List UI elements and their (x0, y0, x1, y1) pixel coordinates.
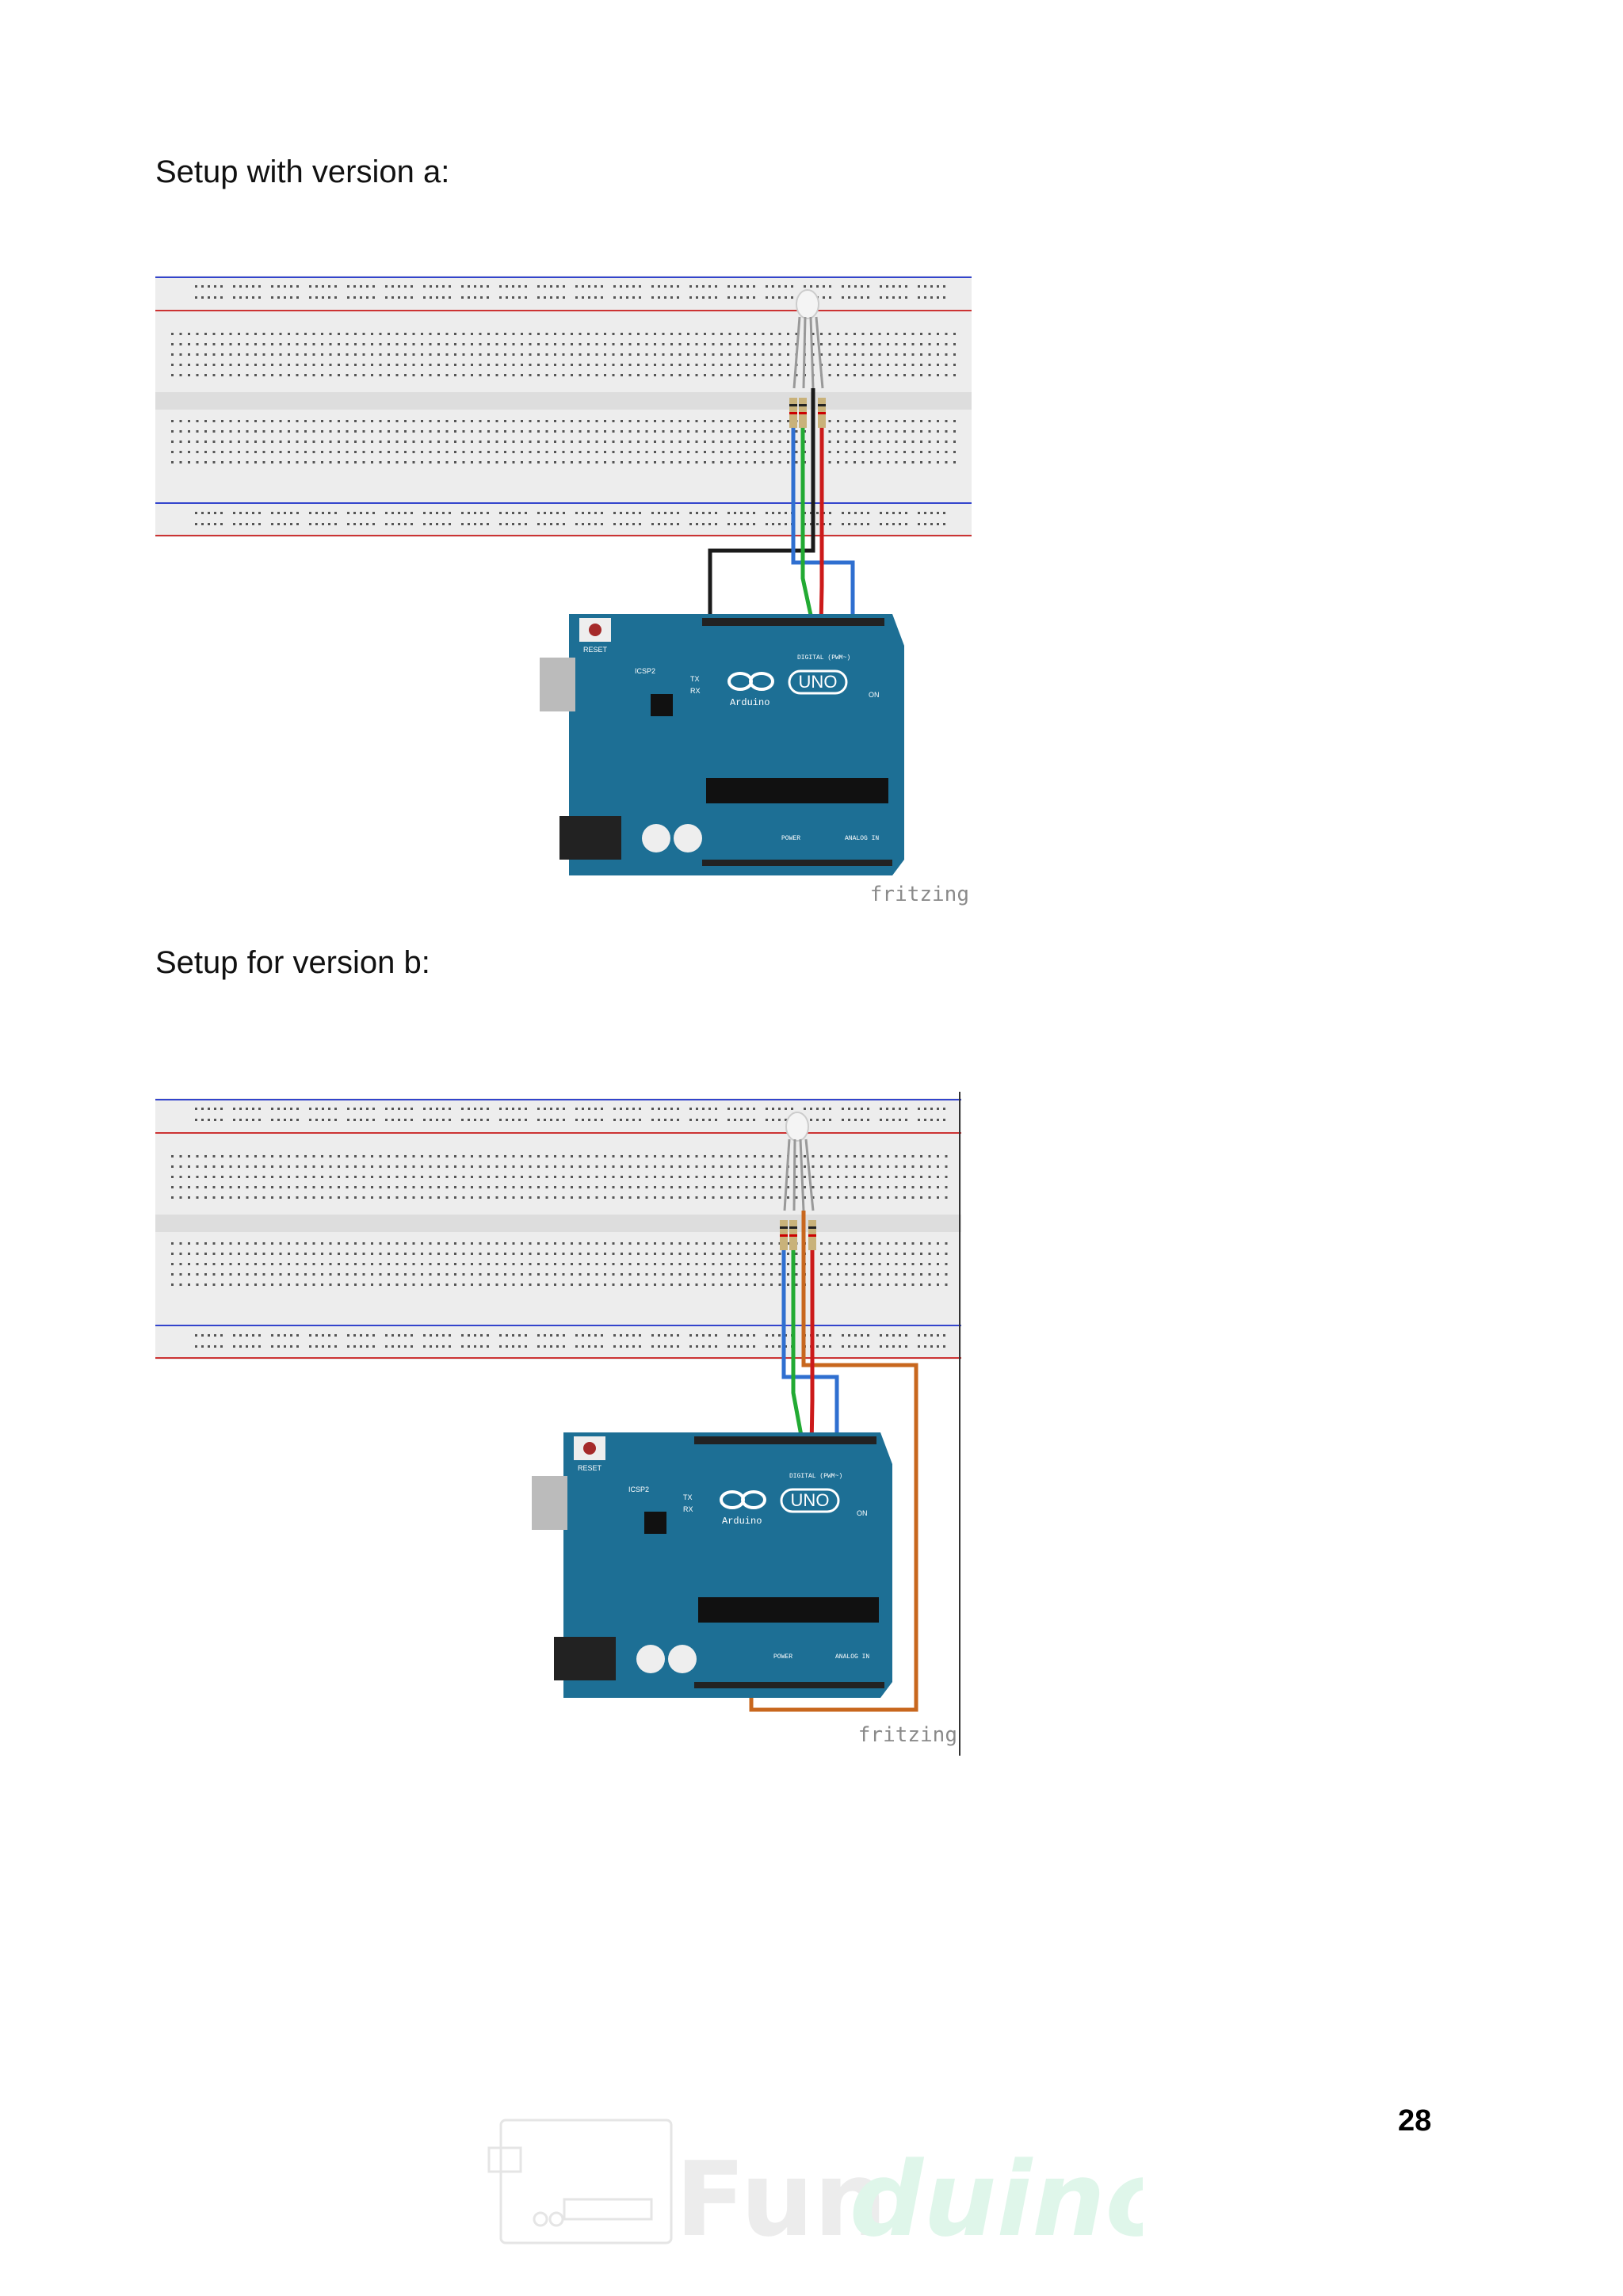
fritzing-diagram-version-b: RESET ICSP2 TX RX ON UNO Arduino DIGITAL… (155, 1092, 961, 1756)
arduino-uno-board: RESET ICSP2 TX RX ON UNO Arduino DIGITAL… (532, 1432, 892, 1698)
power-rail-bottom-holes (195, 512, 945, 525)
power-rail-top-holes (195, 285, 945, 299)
terminal-strip-holes (171, 333, 956, 463)
tx-label: TX (683, 1493, 693, 1501)
uno-label: UNO (791, 1490, 830, 1510)
reset-label: RESET (578, 1464, 602, 1472)
arduino-brand-label: Arduino (722, 1516, 762, 1527)
breadboard (155, 276, 972, 537)
on-label: ON (869, 691, 880, 699)
page-number: 28 (1398, 2104, 1432, 2138)
rgb-led (792, 289, 824, 389)
terminal-strip-holes (171, 1155, 948, 1286)
digital-label: DIGITAL (PWM~) (789, 1473, 842, 1480)
icsp2-label: ICSP2 (628, 1486, 649, 1493)
rgb-led (783, 1112, 815, 1211)
breadboard (155, 1098, 961, 1360)
wires (708, 388, 855, 627)
power-rail-top-holes (195, 1108, 945, 1121)
heading-version-b: Setup for version b: (155, 945, 430, 980)
power-label: POWER (781, 835, 800, 842)
analog-label: ANALOG IN (845, 835, 879, 842)
board-outline-icon (487, 2119, 673, 2245)
resistors (789, 398, 826, 428)
resistors (780, 1220, 816, 1250)
icsp2-label: ICSP2 (635, 667, 655, 675)
uno-label: UNO (799, 672, 838, 692)
heading-version-a: Setup with version a: (155, 154, 450, 189)
arduino-brand-label: Arduino (730, 697, 769, 708)
arduino-uno-board: RESET ICSP2 TX RX ON UNO Arduino DIGITAL… (540, 614, 904, 875)
power-label: POWER (773, 1653, 792, 1661)
logo-text-duino: duino (850, 2139, 1143, 2255)
fritzing-watermark: fritzing (858, 1723, 957, 1747)
wires (749, 1211, 918, 1712)
on-label: ON (857, 1509, 868, 1517)
rx-label: RX (690, 687, 701, 695)
fritzing-diagram-version-a: RESET ICSP2 TX RX ON UNO Arduino DIGITAL… (155, 269, 972, 915)
digital-label: DIGITAL (PWM~) (797, 654, 850, 662)
reset-label: RESET (583, 646, 608, 654)
arduino-logo-icon (720, 1490, 766, 1509)
analog-label: ANALOG IN (835, 1653, 869, 1661)
tx-label: TX (690, 675, 700, 683)
rx-label: RX (683, 1505, 693, 1513)
fritzing-watermark: fritzing (870, 883, 969, 906)
logo-text-fun: Fun (675, 2139, 887, 2255)
arduino-logo-icon (727, 672, 774, 691)
funduino-footer-logo: Fun duino (485, 2112, 1176, 2260)
